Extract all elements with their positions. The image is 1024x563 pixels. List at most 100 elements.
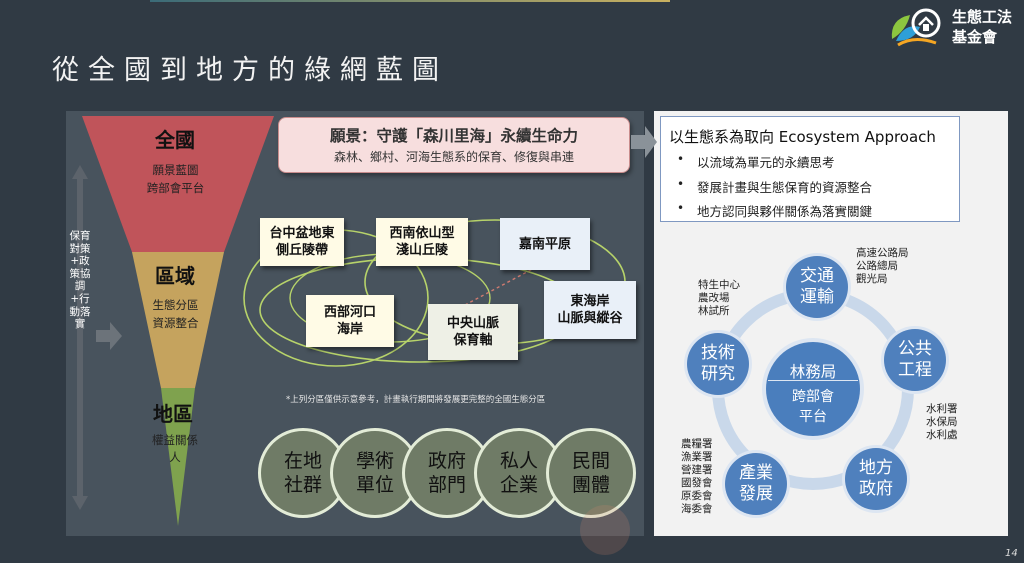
node-line1: 技術 <box>701 343 735 363</box>
vision-arrow-icon <box>631 126 657 158</box>
node-line2: 發展 <box>739 484 773 504</box>
right-arrow-icon <box>96 322 122 350</box>
vision-subtitle: 森林、鄉村、河海生態系的保育、修復與串連 <box>333 150 574 164</box>
region-line2: 海岸 <box>336 322 363 337</box>
node-line1: 公共 <box>898 339 932 359</box>
stakeholder-line2: 單位 <box>355 474 394 496</box>
stakeholder-line1: 學術 <box>355 450 394 472</box>
agency-name: 高速公路局 <box>856 247 909 259</box>
agency-name: 林試所 <box>698 305 730 317</box>
tier-regional-sub1: 生態分區 <box>152 298 199 312</box>
cycle-node-industry: 產業發展 <box>725 453 787 515</box>
funnel-tier-local <box>161 388 195 526</box>
bullet-icon: • <box>677 201 685 215</box>
stakeholder-line2: 企業 <box>499 474 538 496</box>
vision-box: 願景：守護「森川里海」永續生命力 森林、鄉村、河海生態系的保育、修復與串連 <box>278 117 630 173</box>
ecosystem-item: 以流域為單元的永續思考 <box>697 155 835 170</box>
funnel-tier-national <box>82 116 274 252</box>
logo-line2: 基金會 <box>952 28 998 46</box>
region-line2: 保育軸 <box>453 333 493 348</box>
cycle-node-public-works: 公共工程 <box>884 329 946 391</box>
top-accent-line <box>150 0 670 2</box>
region-line2: 淺山丘陵 <box>395 243 448 258</box>
agency-name: 農改場 <box>698 292 730 304</box>
agency-name: 農糧署 <box>681 438 713 450</box>
page-number: 14 <box>1005 548 1018 559</box>
tier-local-sub2: 人 <box>169 450 181 464</box>
ecosystem-item: 發展計畫與生態保育的資源整合 <box>697 180 873 195</box>
stakeholder-line2: 部門 <box>427 474 466 496</box>
center-node-forestry-bureau: 林務局 跨部會 平台 <box>766 342 860 436</box>
tier-national-title: 全國 <box>155 128 195 152</box>
node-line2: 研究 <box>701 364 735 384</box>
region-note: *上列分區僅供示意參考，計畫執行期間將發展更完整的全國生態分區 <box>286 395 546 405</box>
bullet-icon: • <box>677 177 685 191</box>
tier-national-sub1: 願景藍圖 <box>152 163 199 177</box>
node-line2: 工程 <box>898 360 932 380</box>
cycle-node-local-government: 地方政府 <box>845 448 907 510</box>
region-box: 中央山脈保育軸 <box>428 304 518 360</box>
center-line2: 跨部會 <box>792 389 834 405</box>
agency-name: 國發會 <box>681 477 713 489</box>
agency-name: 水保局 <box>926 416 958 428</box>
stakeholder-line1: 民間 <box>571 450 610 472</box>
region-line1: 西南依山型 <box>389 226 455 241</box>
node-line1: 產業 <box>739 463 773 483</box>
tier-local-sub1: 權益關係 <box>152 433 198 447</box>
stakeholder-line1: 政府 <box>427 450 466 472</box>
stakeholder-circle: 政府部門 <box>402 428 492 518</box>
center-line3: 平台 <box>799 409 827 425</box>
agency-name: 營建署 <box>681 464 713 476</box>
agency-name: 觀光局 <box>856 273 888 285</box>
center-divider <box>768 380 858 381</box>
stakeholder-circle: 學術單位 <box>330 428 420 518</box>
cycle-node-research: 技術研究 <box>687 333 749 395</box>
tier-regional-title: 區域 <box>155 264 195 288</box>
agency-list-research: 特生中心 農改場 林試所 <box>698 279 740 318</box>
agency-name: 漁業署 <box>681 451 713 463</box>
region-box: 西南依山型淺山丘陵 <box>376 218 468 266</box>
region-box: 西部河口海岸 <box>306 295 394 347</box>
agency-name: 公路總局 <box>856 260 898 272</box>
node-line1: 交通 <box>800 266 834 286</box>
agency-name: 特生中心 <box>698 279 740 291</box>
slide-title: 從全國到地方的綠網藍圖 <box>52 55 448 86</box>
tier-local-title: 地區 <box>153 402 193 426</box>
stakeholder-line1: 在地 <box>283 450 322 472</box>
ecosystem-item: 地方認同與夥伴關係為落實關鍵 <box>697 204 873 219</box>
bullet-icon: • <box>677 152 685 166</box>
region-line1: 台中盆地東 <box>269 226 335 241</box>
vertical-double-arrow-icon <box>72 165 88 510</box>
logo-line1: 生態工法 <box>952 8 1013 26</box>
region-line1: 嘉南平原 <box>518 236 571 252</box>
region-line1: 東海岸 <box>570 294 610 309</box>
region-line2: 側丘陵帶 <box>275 243 328 258</box>
agency-list-public-works: 水利署 水保局 水利處 <box>926 403 958 442</box>
node-line2: 運輸 <box>800 287 834 307</box>
agency-list-industry: 農糧署 漁業署 營建署 國發會 原委會 海委會 <box>681 438 713 516</box>
region-line1: 中央山脈 <box>446 316 499 331</box>
agency-name: 水利署 <box>926 403 958 415</box>
decorative-blur-circle <box>580 505 630 555</box>
logo-text: 生態工法 基金會 <box>952 7 1012 47</box>
stakeholder-line1: 私人 <box>499 450 538 472</box>
ecosystem-title: 以生態系為取向 Ecosystem Approach <box>669 128 936 146</box>
region-box: 嘉南平原 <box>500 218 590 270</box>
ecosystem-approach-box: 以生態系為取向 Ecosystem Approach • 以流域為單元的永續思考… <box>660 116 960 222</box>
stakeholder-line2: 社群 <box>283 474 322 496</box>
funnel-tier-regional <box>132 252 224 388</box>
region-box: 台中盆地東側丘陵帶 <box>260 218 344 266</box>
agency-name: 水利處 <box>926 429 958 441</box>
center-line1: 林務局 <box>789 363 837 381</box>
region-line2: 山脈與縱谷 <box>557 311 623 326</box>
funnel-side-text: 保育對策+政策協調+行動落實 <box>69 230 91 331</box>
cycle-node-transport: 交通運輸 <box>786 256 848 318</box>
stakeholder-line2: 團體 <box>571 474 610 496</box>
leaf-house-logo-icon <box>891 8 941 47</box>
tier-regional-sub2: 資源整合 <box>152 316 199 330</box>
node-line2: 政府 <box>859 479 893 499</box>
region-line1: 西部河口 <box>323 305 376 320</box>
vision-title: 願景：守護「森川里海」永續生命力 <box>329 127 578 145</box>
agency-name: 海委會 <box>681 503 713 515</box>
tier-national-sub2: 跨部會平台 <box>146 181 205 195</box>
